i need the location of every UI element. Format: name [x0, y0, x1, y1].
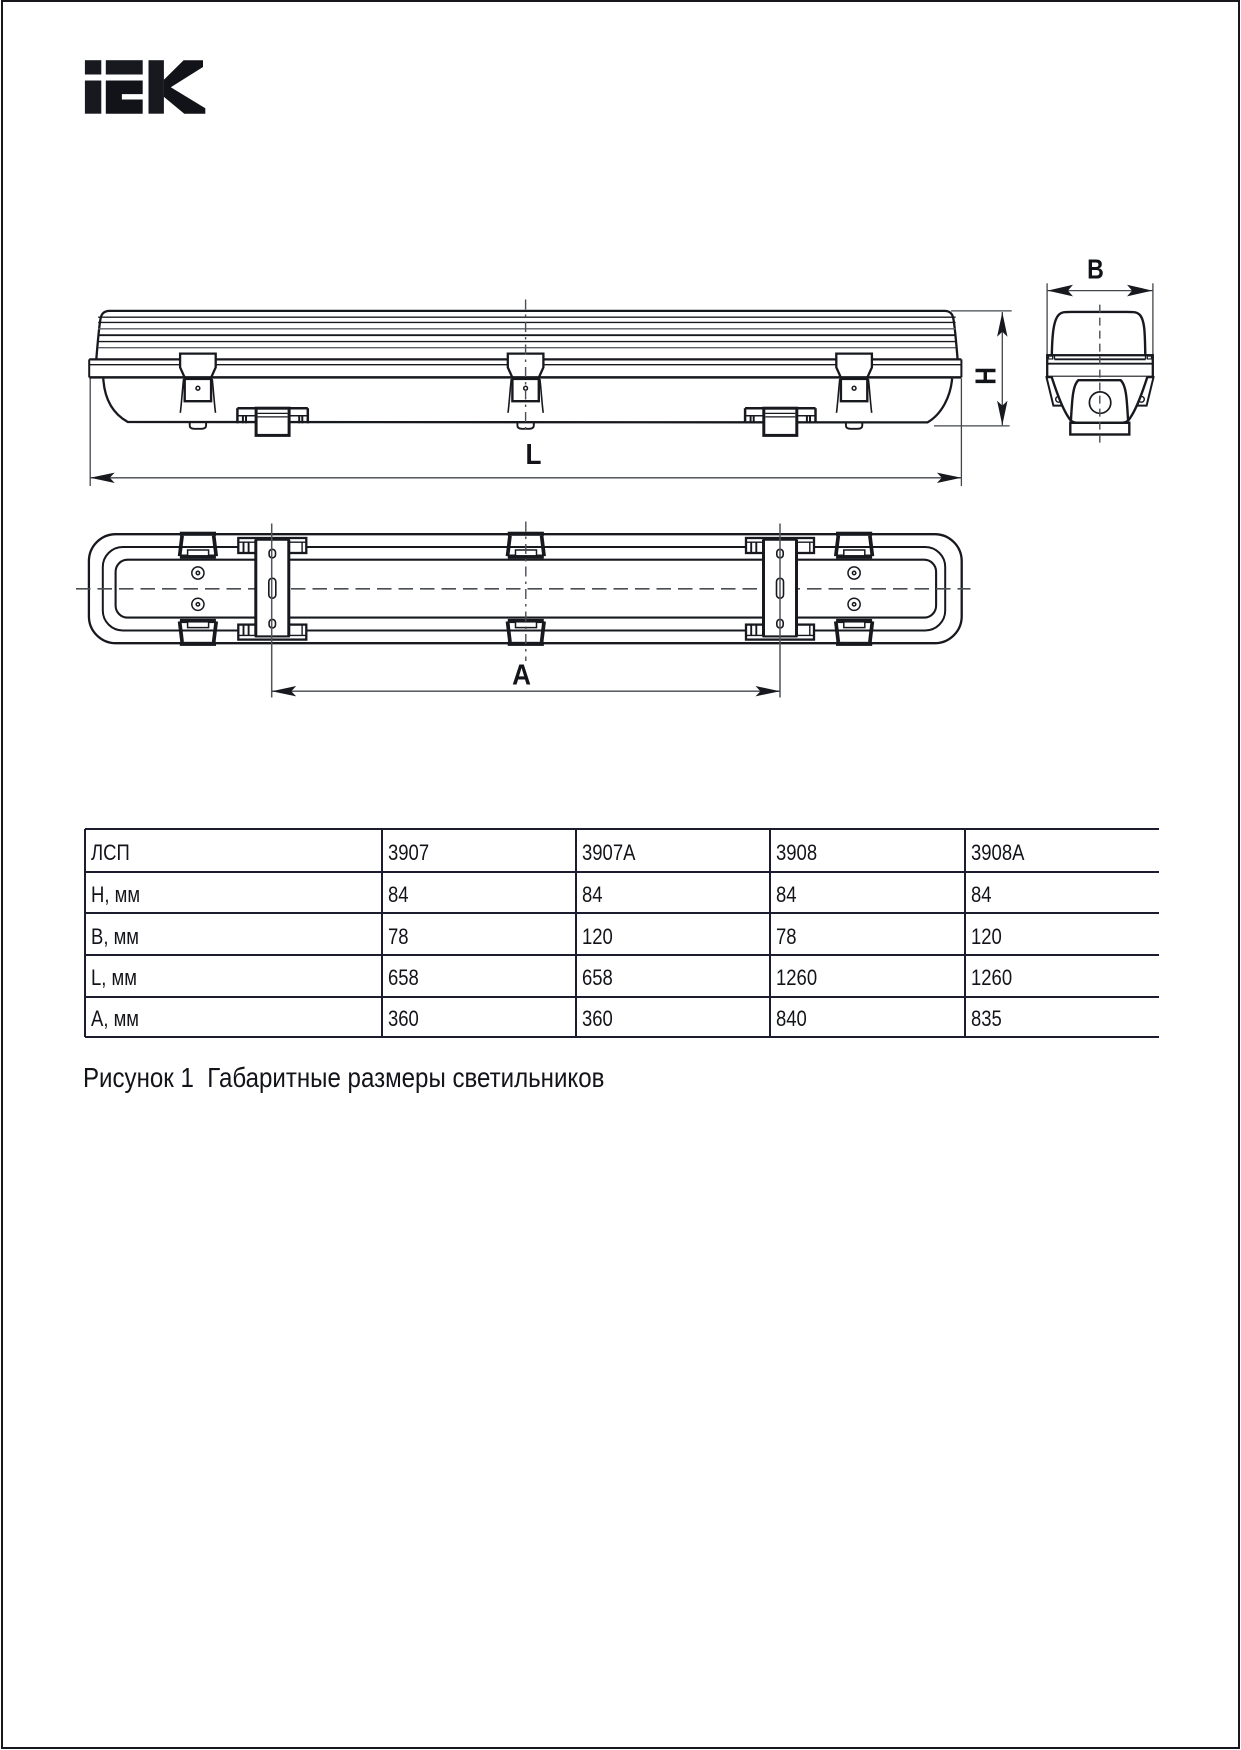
- svg-text:A: A: [512, 658, 531, 691]
- svg-text:H: H: [970, 367, 1002, 385]
- svg-text:B: B: [1087, 255, 1104, 285]
- svg-text:L: L: [526, 438, 542, 471]
